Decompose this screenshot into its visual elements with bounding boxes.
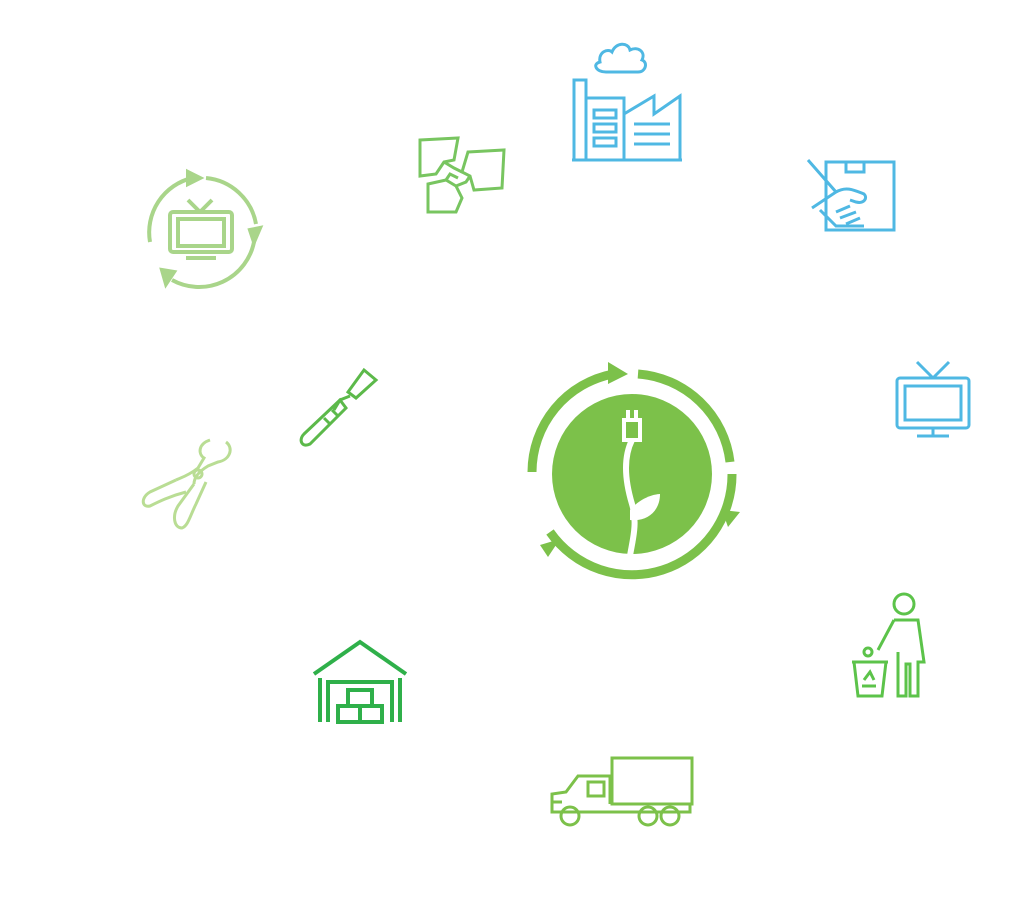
hand-box-icon xyxy=(806,154,898,234)
parts-assembly-icon xyxy=(416,136,508,216)
tv-icon xyxy=(893,360,973,440)
recycle-plug-sprout-icon xyxy=(520,362,744,586)
pliers-icon xyxy=(138,436,236,532)
warehouse-icon xyxy=(312,638,408,726)
truck-icon xyxy=(548,756,694,828)
factory-icon xyxy=(570,34,684,164)
person-recycle-bin-icon xyxy=(848,592,930,700)
screwdriver-icon xyxy=(296,366,380,450)
tv-recycle-icon xyxy=(142,172,262,292)
